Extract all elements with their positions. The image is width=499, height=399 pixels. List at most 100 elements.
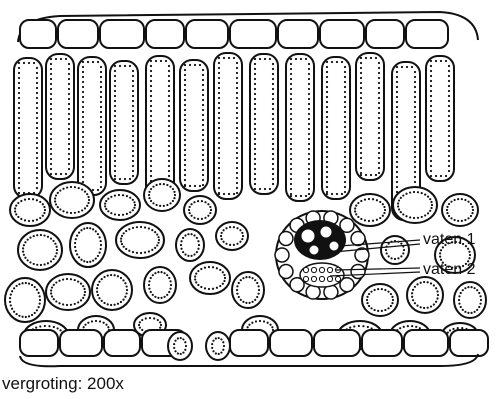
chloroplast-dot [36,309,38,311]
chloroplast-dot [427,212,429,214]
chloroplast-dot [430,170,432,172]
chloroplast-dot [55,300,57,302]
chloroplast-dot [36,182,38,184]
chloroplast-dot [476,309,478,311]
palisade-cell [46,54,74,179]
chloroplast-dot [360,72,362,74]
chloroplast-dot [40,264,42,266]
chloroplast-dot [366,302,368,304]
chloroplast-dot [114,145,116,147]
chloroplast-dot [32,198,34,200]
chloroplast-dot [132,95,134,97]
chloroplast-dot [119,178,121,180]
chloroplast-dot [182,351,184,353]
chloroplast-dot [50,88,52,90]
chloroplast-dot [326,101,328,103]
chloroplast-dot [120,240,122,242]
chloroplast-dot [383,206,385,208]
chloroplast-dot [308,193,310,195]
chloroplast-dot [364,219,366,221]
chloroplast-dot [184,124,186,126]
chloroplast-dot [80,259,82,261]
chloroplast-dot [34,312,36,314]
chloroplast-dot [150,125,152,127]
chloroplast-dot [344,141,346,143]
chloroplast-dot [148,197,150,199]
chloroplast-dot [326,71,328,73]
chloroplast-dot [430,75,432,77]
chloroplast-dot [82,171,84,173]
chloroplast-dot [189,206,191,208]
chloroplast-dot [182,251,184,253]
chloroplast-dot [18,107,20,109]
chloroplast-dot [129,65,131,67]
vessel-lumen [309,245,319,255]
chloroplast-dot [124,282,126,284]
chloroplast-dot [159,321,161,323]
chloroplast-dot [190,203,192,205]
chloroplast-dot [429,198,431,200]
chloroplast-dot [100,131,102,133]
chloroplast-dot [448,65,450,67]
chloroplast-dot [396,171,398,173]
chloroplast-dot [68,123,70,125]
chloroplast-dot [28,62,30,64]
chloroplast-dot [269,58,271,60]
chloroplast-dot [290,78,292,80]
chloroplast-dot [10,293,12,295]
chloroplast-dot [193,217,195,219]
chloroplast-dot [184,349,186,351]
chloroplast-dot [326,141,328,143]
chloroplast-dot [100,181,102,183]
chloroplast-dot [100,76,102,78]
chloroplast-dot [458,299,460,301]
chloroplast-dot [95,320,97,322]
chloroplast-dot [31,284,33,286]
chloroplast-dot [435,301,437,303]
chloroplast-dot [50,237,52,239]
chloroplast-dot [168,140,170,142]
chloroplast-dot [92,260,94,262]
chloroplast-dot [21,282,23,284]
chloroplast-dot [132,150,134,152]
chloroplast-dot [378,152,380,154]
chloroplast-dot [58,302,60,304]
chloroplast-dot [416,305,418,307]
chloroplast-dot [372,198,374,200]
chloroplast-dot [55,194,57,196]
epidermis-cell [404,330,448,356]
chloroplast-dot [74,303,76,305]
chloroplast-dot [344,81,346,83]
epidermis-cell [230,20,276,48]
chloroplast-dot [344,121,346,123]
chloroplast-dot [160,297,162,299]
chloroplast-dot [430,95,432,97]
chloroplast-dot [194,185,196,187]
chloroplast-dot [368,220,370,222]
chloroplast-dot [218,127,220,129]
chloroplast-dot [100,96,102,98]
chloroplast-dot [100,171,102,173]
chloroplast-dot [54,200,56,202]
chloroplast-dot [221,238,223,240]
chloroplast-dot [114,95,116,97]
chloroplast-dot [110,212,112,214]
chloroplast-dot [360,67,362,69]
chloroplast-dot [430,140,432,142]
chloroplast-dot [220,338,222,340]
chloroplast-dot [344,161,346,163]
chloroplast-dot [407,325,409,327]
chloroplast-dot [218,122,220,124]
chloroplast-dot [272,158,274,160]
chloroplast-dot [36,102,38,104]
chloroplast-dot [202,139,204,141]
chloroplast-dot [50,289,52,291]
chloroplast-dot [80,299,82,301]
chloroplast-dot [43,206,45,208]
chloroplast-dot [70,278,72,280]
chloroplast-dot [81,209,83,211]
chloroplast-dot [20,218,22,220]
chloroplast-dot [378,162,380,164]
chloroplast-dot [36,152,38,154]
chloroplast-dot [50,133,52,135]
